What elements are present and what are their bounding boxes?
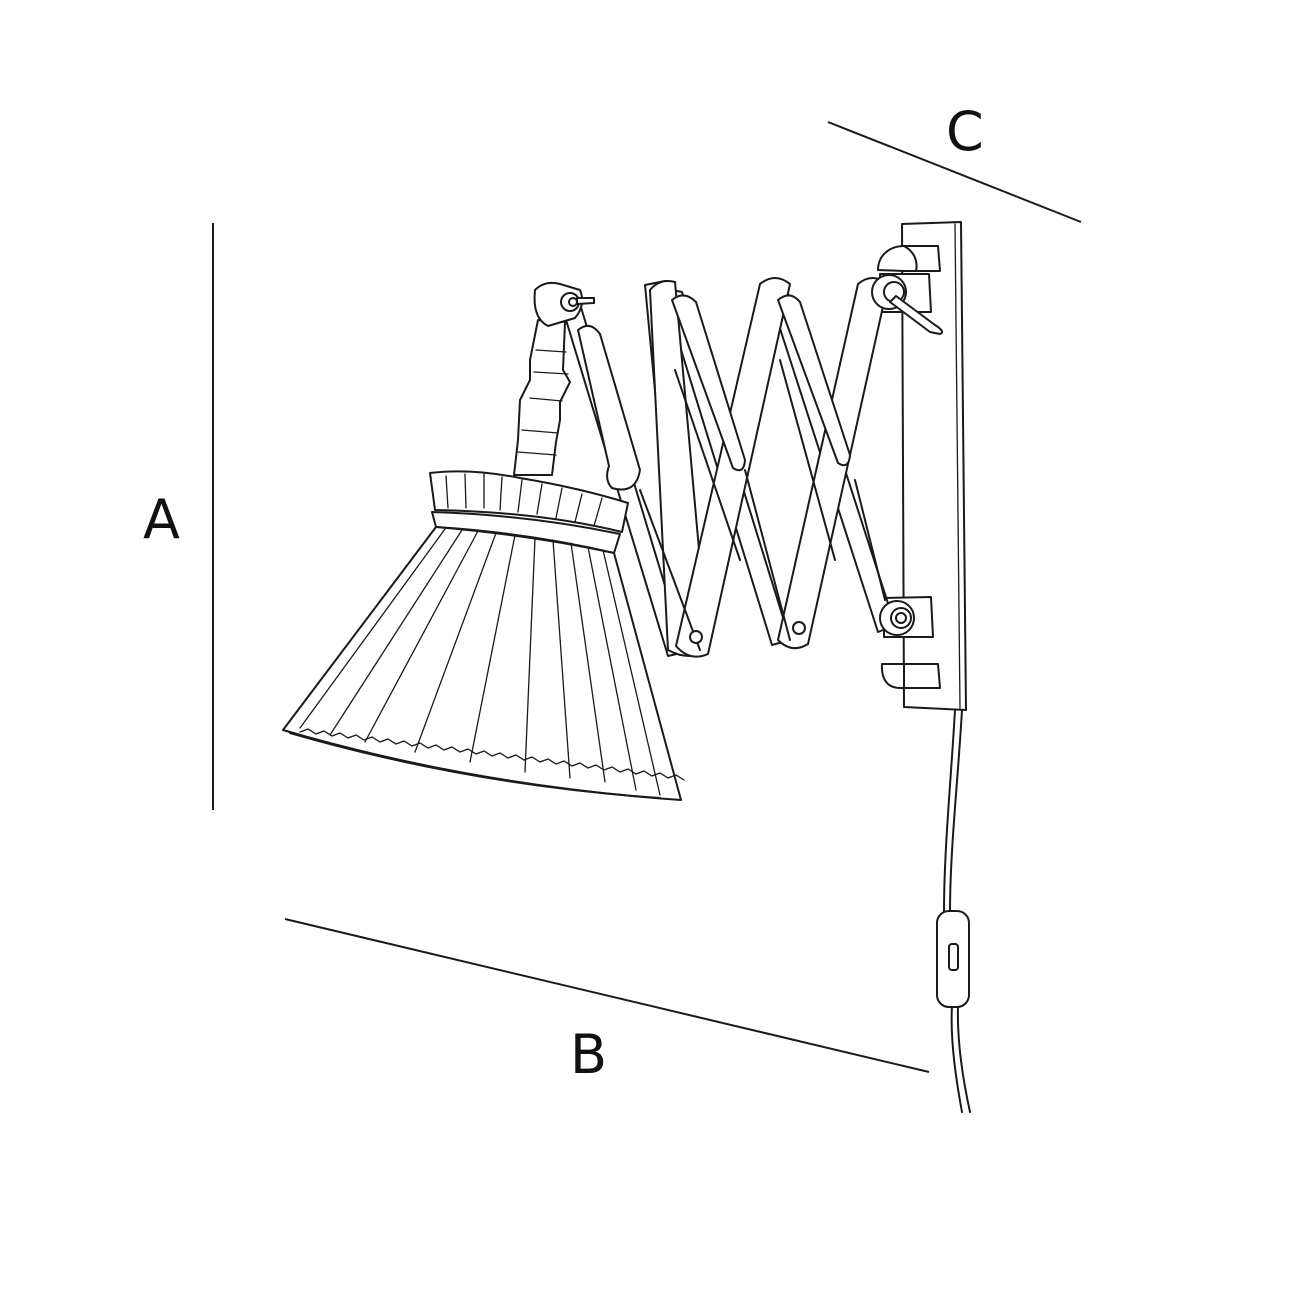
- lamp-shade: [282, 470, 685, 801]
- dimension-a-label: A: [143, 488, 180, 551]
- dimension-b-label: B: [570, 1023, 607, 1086]
- lamp-neck: [513, 281, 595, 476]
- power-cord: [936, 709, 971, 1113]
- wall-plate: [877, 221, 967, 711]
- dimension-c-label: C: [946, 100, 984, 163]
- scissor-arm: [559, 274, 944, 658]
- dimension-c-line: [827, 121, 1082, 223]
- dimension-a: A: [143, 223, 214, 810]
- dimension-b: B: [284, 918, 930, 1086]
- dimension-b-line: [284, 918, 930, 1073]
- cord-switch: [936, 910, 970, 1008]
- dimension-c: C: [827, 100, 1082, 223]
